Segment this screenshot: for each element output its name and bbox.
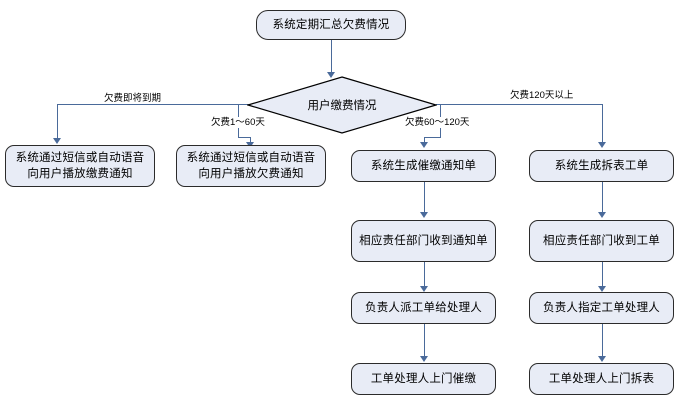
connector-start-to-decision: [331, 40, 332, 76]
arrow-to-column4: [598, 142, 606, 148]
connector-to-column4-vertical: [602, 104, 603, 144]
node-label: 系统定期汇总欠费情况: [272, 19, 390, 31]
connector-to-column2-horizontal: [238, 137, 251, 138]
node-label: 工单处理人上门拆表: [548, 373, 655, 385]
arrow-col3-3-to-4: [420, 356, 428, 362]
edge-label-branch4: 欠费120天以上: [508, 90, 576, 101]
diamond-shape: [247, 76, 437, 134]
node-label: 系统生成催缴通知单: [370, 160, 477, 172]
connector-to-column3-horizontal: [424, 137, 441, 138]
node-col2-sms-overdue-notice[interactable]: 系统通过短信或自动语音向用户播放欠费通知: [176, 145, 326, 187]
node-col3-handler-onsite-reminder[interactable]: 工单处理人上门催缴: [351, 363, 496, 395]
node-col4-designate-order-handler[interactable]: 负责人指定工单处理人: [529, 292, 674, 324]
node-label: 负责人指定工单处理人: [543, 302, 660, 314]
connector-to-column1-vertical: [57, 104, 58, 140]
node-col1-sms-payment-notice[interactable]: 系统通过短信或自动语音向用户播放缴费通知: [5, 145, 155, 187]
node-col4-generate-meter-removal-order[interactable]: 系统生成拆表工单: [529, 150, 674, 182]
node-label: 系统通过短信或自动语音向用户播放缴费通知: [15, 152, 145, 180]
arrow-col4-3-to-4: [598, 356, 606, 362]
connector-to-column3-vertical-b: [424, 137, 425, 144]
node-col3-generate-reminder-order[interactable]: 系统生成催缴通知单: [351, 150, 496, 182]
arrow-col4-2-to-3: [598, 286, 606, 292]
connector-col3-3-to-4: [424, 324, 425, 360]
edge-label-branch1: 欠费即将到期: [102, 93, 164, 104]
edge-label-branch2: 欠费1～60天: [209, 117, 267, 128]
arrow-col4-1-to-2: [598, 212, 606, 218]
connector-col4-3-to-4: [602, 324, 603, 360]
connector-col4-2-to-3: [602, 262, 603, 290]
connector-decision-right-horizontal: [436, 104, 603, 105]
node-label: 相应责任部门收到通知单: [359, 235, 488, 247]
arrow-to-column1: [53, 138, 61, 144]
arrow-start-to-decision: [327, 72, 335, 78]
node-col3-assign-order-to-handler[interactable]: 负责人派工单给处理人: [351, 292, 496, 324]
node-col4-department-receives-order[interactable]: 相应责任部门收到工单: [529, 220, 674, 262]
node-label: 系统通过短信或自动语音向用户播放欠费通知: [186, 152, 316, 180]
node-label: 系统生成拆表工单: [554, 160, 649, 172]
connector-col4-1-to-2: [602, 182, 603, 216]
connector-col3-1-to-2: [424, 182, 425, 216]
node-summary-overdue[interactable]: 系统定期汇总欠费情况: [256, 10, 406, 40]
arrow-to-column3: [420, 142, 428, 148]
node-col3-department-receives-notice[interactable]: 相应责任部门收到通知单: [351, 220, 496, 262]
node-label: 负责人派工单给处理人: [365, 302, 482, 314]
node-label: 工单处理人上门催缴: [370, 373, 477, 385]
connector-decision-left-horizontal: [57, 104, 249, 105]
connector-col3-2-to-3: [424, 262, 425, 290]
node-col4-handler-onsite-meter-removal[interactable]: 工单处理人上门拆表: [529, 363, 674, 395]
connector-to-column2-vertical-b: [250, 137, 251, 144]
edge-label-branch3: 欠费60～120天: [403, 117, 472, 128]
arrow-col3-1-to-2: [420, 212, 428, 218]
node-label: 相应责任部门收到工单: [543, 235, 660, 247]
arrow-col3-2-to-3: [420, 286, 428, 292]
